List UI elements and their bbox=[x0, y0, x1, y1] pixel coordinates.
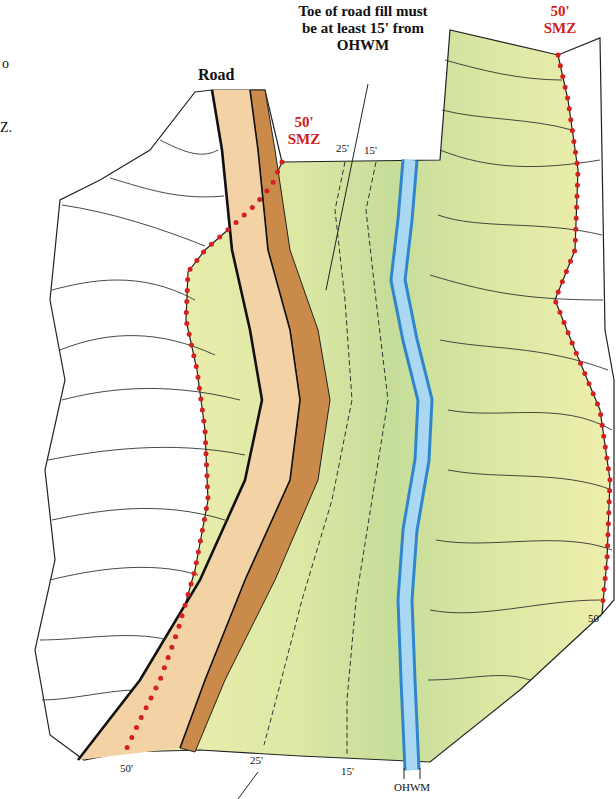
cut-off-text: o bbox=[2, 56, 9, 72]
road-label: Road bbox=[198, 66, 234, 84]
distance-label: 25' bbox=[250, 754, 263, 767]
distance-label: 50' bbox=[588, 612, 601, 625]
road-edge bbox=[78, 90, 262, 760]
distance-label: 50' bbox=[120, 762, 133, 775]
smz-label: 50' SMZ bbox=[282, 114, 326, 148]
leader-line bbox=[238, 84, 368, 799]
ohwm-label: OHWM bbox=[394, 781, 430, 794]
distance-label: 25' bbox=[336, 142, 349, 155]
smz-label: 50' SMZ bbox=[538, 3, 582, 37]
right-hillside bbox=[555, 38, 614, 614]
ohwm-ticks bbox=[404, 768, 420, 779]
stream bbox=[398, 160, 425, 770]
road-edge bbox=[180, 90, 300, 748]
smz-boundary bbox=[125, 55, 610, 752]
cut-off-text: Z. bbox=[0, 120, 12, 136]
road bbox=[78, 90, 300, 760]
distance-label: 15' bbox=[364, 144, 377, 157]
setback-lines bbox=[264, 162, 388, 755]
callout-note: Toe of road fill must be at least 15' fr… bbox=[290, 3, 436, 54]
distance-label: 15' bbox=[341, 765, 354, 778]
